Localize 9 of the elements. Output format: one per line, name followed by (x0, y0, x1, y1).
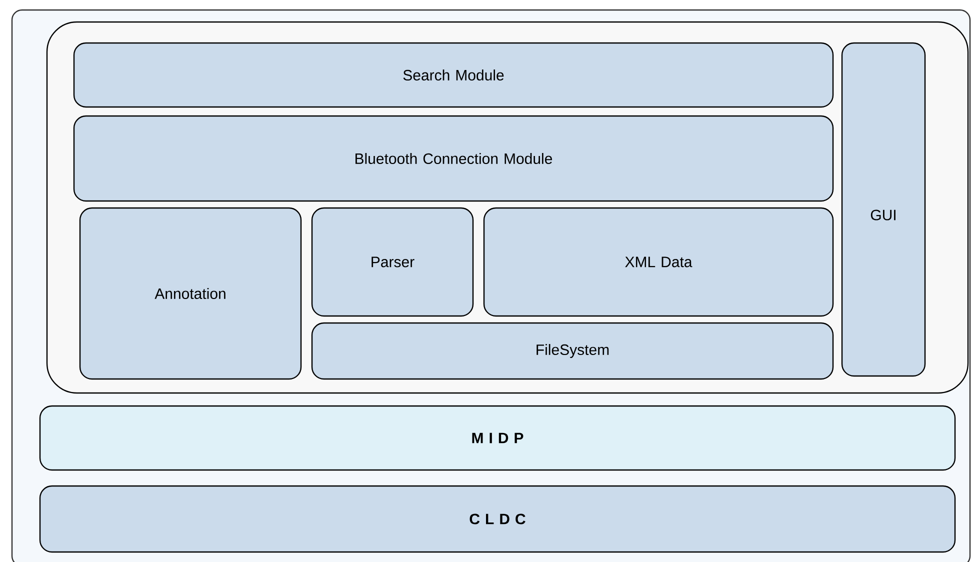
module-box: Search Module (73, 42, 834, 108)
module-box: Annotation (79, 207, 302, 380)
module-box: XML Data (483, 207, 834, 317)
module-box: Bluetooth Connection Module (73, 115, 834, 202)
layer-box: M I D P (39, 405, 956, 471)
module-box: FileSystem (311, 322, 834, 380)
module-box: GUI (841, 42, 926, 377)
layer-box: C L D C (39, 485, 956, 553)
module-box: Parser (311, 207, 474, 317)
